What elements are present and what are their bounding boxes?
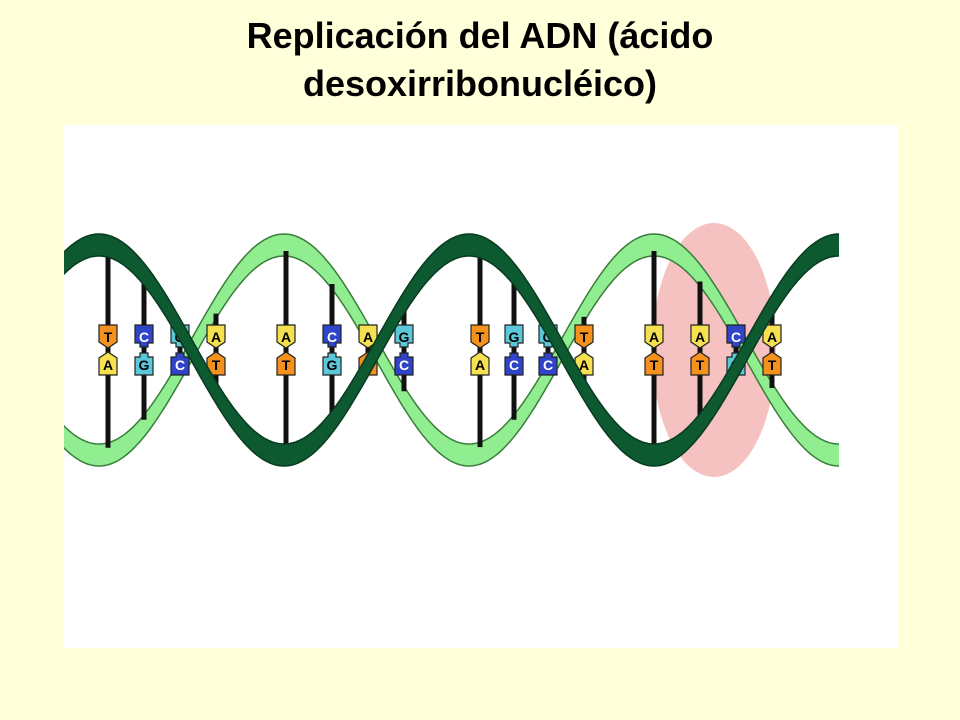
base-letter-bottom: T <box>282 357 291 373</box>
base-letter-bottom: T <box>768 357 777 373</box>
base-letter-bottom: G <box>139 357 150 373</box>
base-letter-bottom: C <box>175 357 185 373</box>
base-letter-bottom: A <box>579 357 589 373</box>
adenine-tile <box>98 351 118 376</box>
thymine-tile <box>644 351 664 376</box>
base-pair: TA <box>470 324 490 376</box>
base-pair: AT <box>762 324 782 376</box>
bases-group: TACGGCATATCGATGCTAGCGCTAATATCGAT <box>98 324 782 376</box>
base-pair: AT <box>690 324 710 376</box>
base-letter-top: A <box>649 329 659 345</box>
base-letter-bottom: T <box>650 357 659 373</box>
cytosine-tile <box>726 324 746 348</box>
base-pair: GC <box>394 324 414 376</box>
base-letter-top: T <box>104 329 113 345</box>
base-letter-bottom: A <box>103 357 113 373</box>
thymine-tile <box>574 324 594 349</box>
base-letter-top: G <box>509 329 520 345</box>
base-letter-top: T <box>476 329 485 345</box>
thymine-tile <box>690 351 710 376</box>
dna-double-helix-diagram: TACGGCATATCGATGCTAGCGCTAATATCGAT <box>64 223 839 477</box>
light-strand-group <box>64 233 839 467</box>
base-letter-bottom: C <box>543 357 553 373</box>
thymine-tile <box>470 324 490 349</box>
base-letter-bottom: T <box>212 357 221 373</box>
adenine-tile <box>206 324 226 349</box>
base-letter-bottom: T <box>696 357 705 373</box>
base-pair: CG <box>322 324 342 376</box>
cytosine-tile <box>538 352 558 376</box>
base-letter-top: A <box>211 329 221 345</box>
cytosine-tile <box>322 324 342 348</box>
adenine-tile <box>762 324 782 349</box>
base-pair: TA <box>98 324 118 376</box>
dna-figure-panel: TACGGCATATCGATGCTAGCGCTAATATCGAT <box>64 125 897 648</box>
base-letter-bottom: C <box>509 357 519 373</box>
base-letter-top: A <box>363 329 373 345</box>
base-letter-top: A <box>695 329 705 345</box>
adenine-tile <box>276 324 296 349</box>
cytosine-tile <box>134 324 154 348</box>
base-letter-top: G <box>399 329 410 345</box>
cytosine-tile <box>394 352 414 376</box>
base-letter-bottom: A <box>475 357 485 373</box>
base-pair: AT <box>206 324 226 376</box>
base-letter-top: C <box>731 329 741 345</box>
dark-strand-ribbon <box>64 233 839 467</box>
thymine-tile <box>762 351 782 376</box>
guanine-tile <box>322 352 342 376</box>
guanine-tile <box>134 352 154 376</box>
guanine-tile <box>394 324 414 348</box>
thymine-tile <box>276 351 296 376</box>
cytosine-tile <box>504 352 524 376</box>
dark-strand-group <box>64 233 839 467</box>
base-letter-bottom: G <box>327 357 338 373</box>
adenine-tile <box>690 324 710 349</box>
base-pair: CG <box>134 324 154 376</box>
cytosine-tile <box>170 352 190 376</box>
guanine-tile <box>504 324 524 348</box>
thymine-tile <box>98 324 118 349</box>
base-letter-top: C <box>327 329 337 345</box>
base-letter-top: T <box>580 329 589 345</box>
base-pair: GC <box>504 324 524 376</box>
title-line-1: Replicación del ADN (ácido <box>246 15 714 56</box>
light-strand-ribbon <box>64 233 839 467</box>
base-letter-top: A <box>767 329 777 345</box>
replication-highlight <box>652 223 776 477</box>
adenine-tile <box>470 351 490 376</box>
base-letter-top: C <box>139 329 149 345</box>
title-line-2: desoxirribonucléico) <box>302 63 658 104</box>
adenine-tile <box>644 324 664 349</box>
base-pair: AT <box>644 324 664 376</box>
slide-title: Replicación del ADN (ácido desoxirribonu… <box>0 12 960 108</box>
base-letter-top: A <box>281 329 291 345</box>
base-letter-bottom: C <box>399 357 409 373</box>
base-pair: AT <box>276 324 296 376</box>
